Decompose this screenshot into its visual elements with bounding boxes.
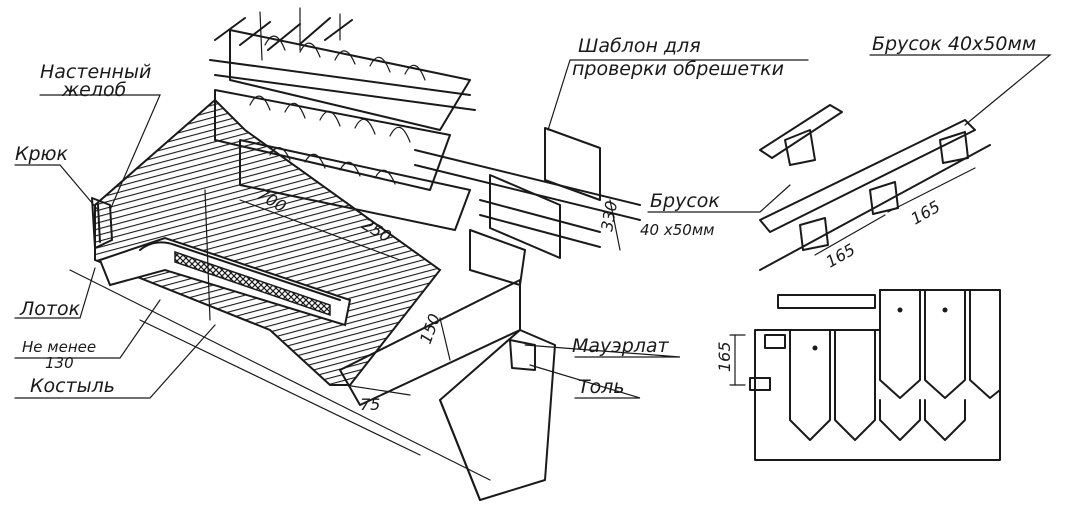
tile-rows [214,29,471,231]
label-mauerlat: Мауэрлат [572,335,670,357]
label-bar-mid-1: Брусок [650,190,720,212]
dim-165-c: 165 [715,341,734,372]
hook-element [91,197,113,249]
label-wall-gutter-1: Настенный [40,61,151,83]
label-not-less-2: 130 [45,354,74,372]
label-bar-top: Брусок 40x50мм [872,33,1036,55]
roof-sheathing [94,98,442,386]
batten-section-detail [759,104,991,271]
label-crutch: Костыль [30,375,115,397]
label-wall-gutter-2: желоб [61,79,127,101]
dim-75: 75 [360,395,380,414]
dim-150: 150 [416,311,444,346]
rafters [214,7,353,61]
eaves-wall [339,279,556,501]
label-tray: Лоток [19,298,81,320]
dim-330: 330 [597,199,621,232]
battens [209,59,641,248]
label-template-1: Шаблон для [578,35,701,57]
label-bar-mid-2: 40 x50мм [640,221,714,239]
leader-lines [14,54,1052,399]
main-roof-view [69,7,641,501]
label-not-less-1: Не менее [22,338,96,356]
label-template-2: проверки обрешетки [572,58,784,80]
tile-layout-detail [729,289,1001,461]
rafter-beams [469,127,601,286]
label-hook: Крюк [15,143,69,165]
dim-165-b: 165 [908,197,944,229]
tray [98,236,352,327]
label-tol: Толь [578,376,625,398]
